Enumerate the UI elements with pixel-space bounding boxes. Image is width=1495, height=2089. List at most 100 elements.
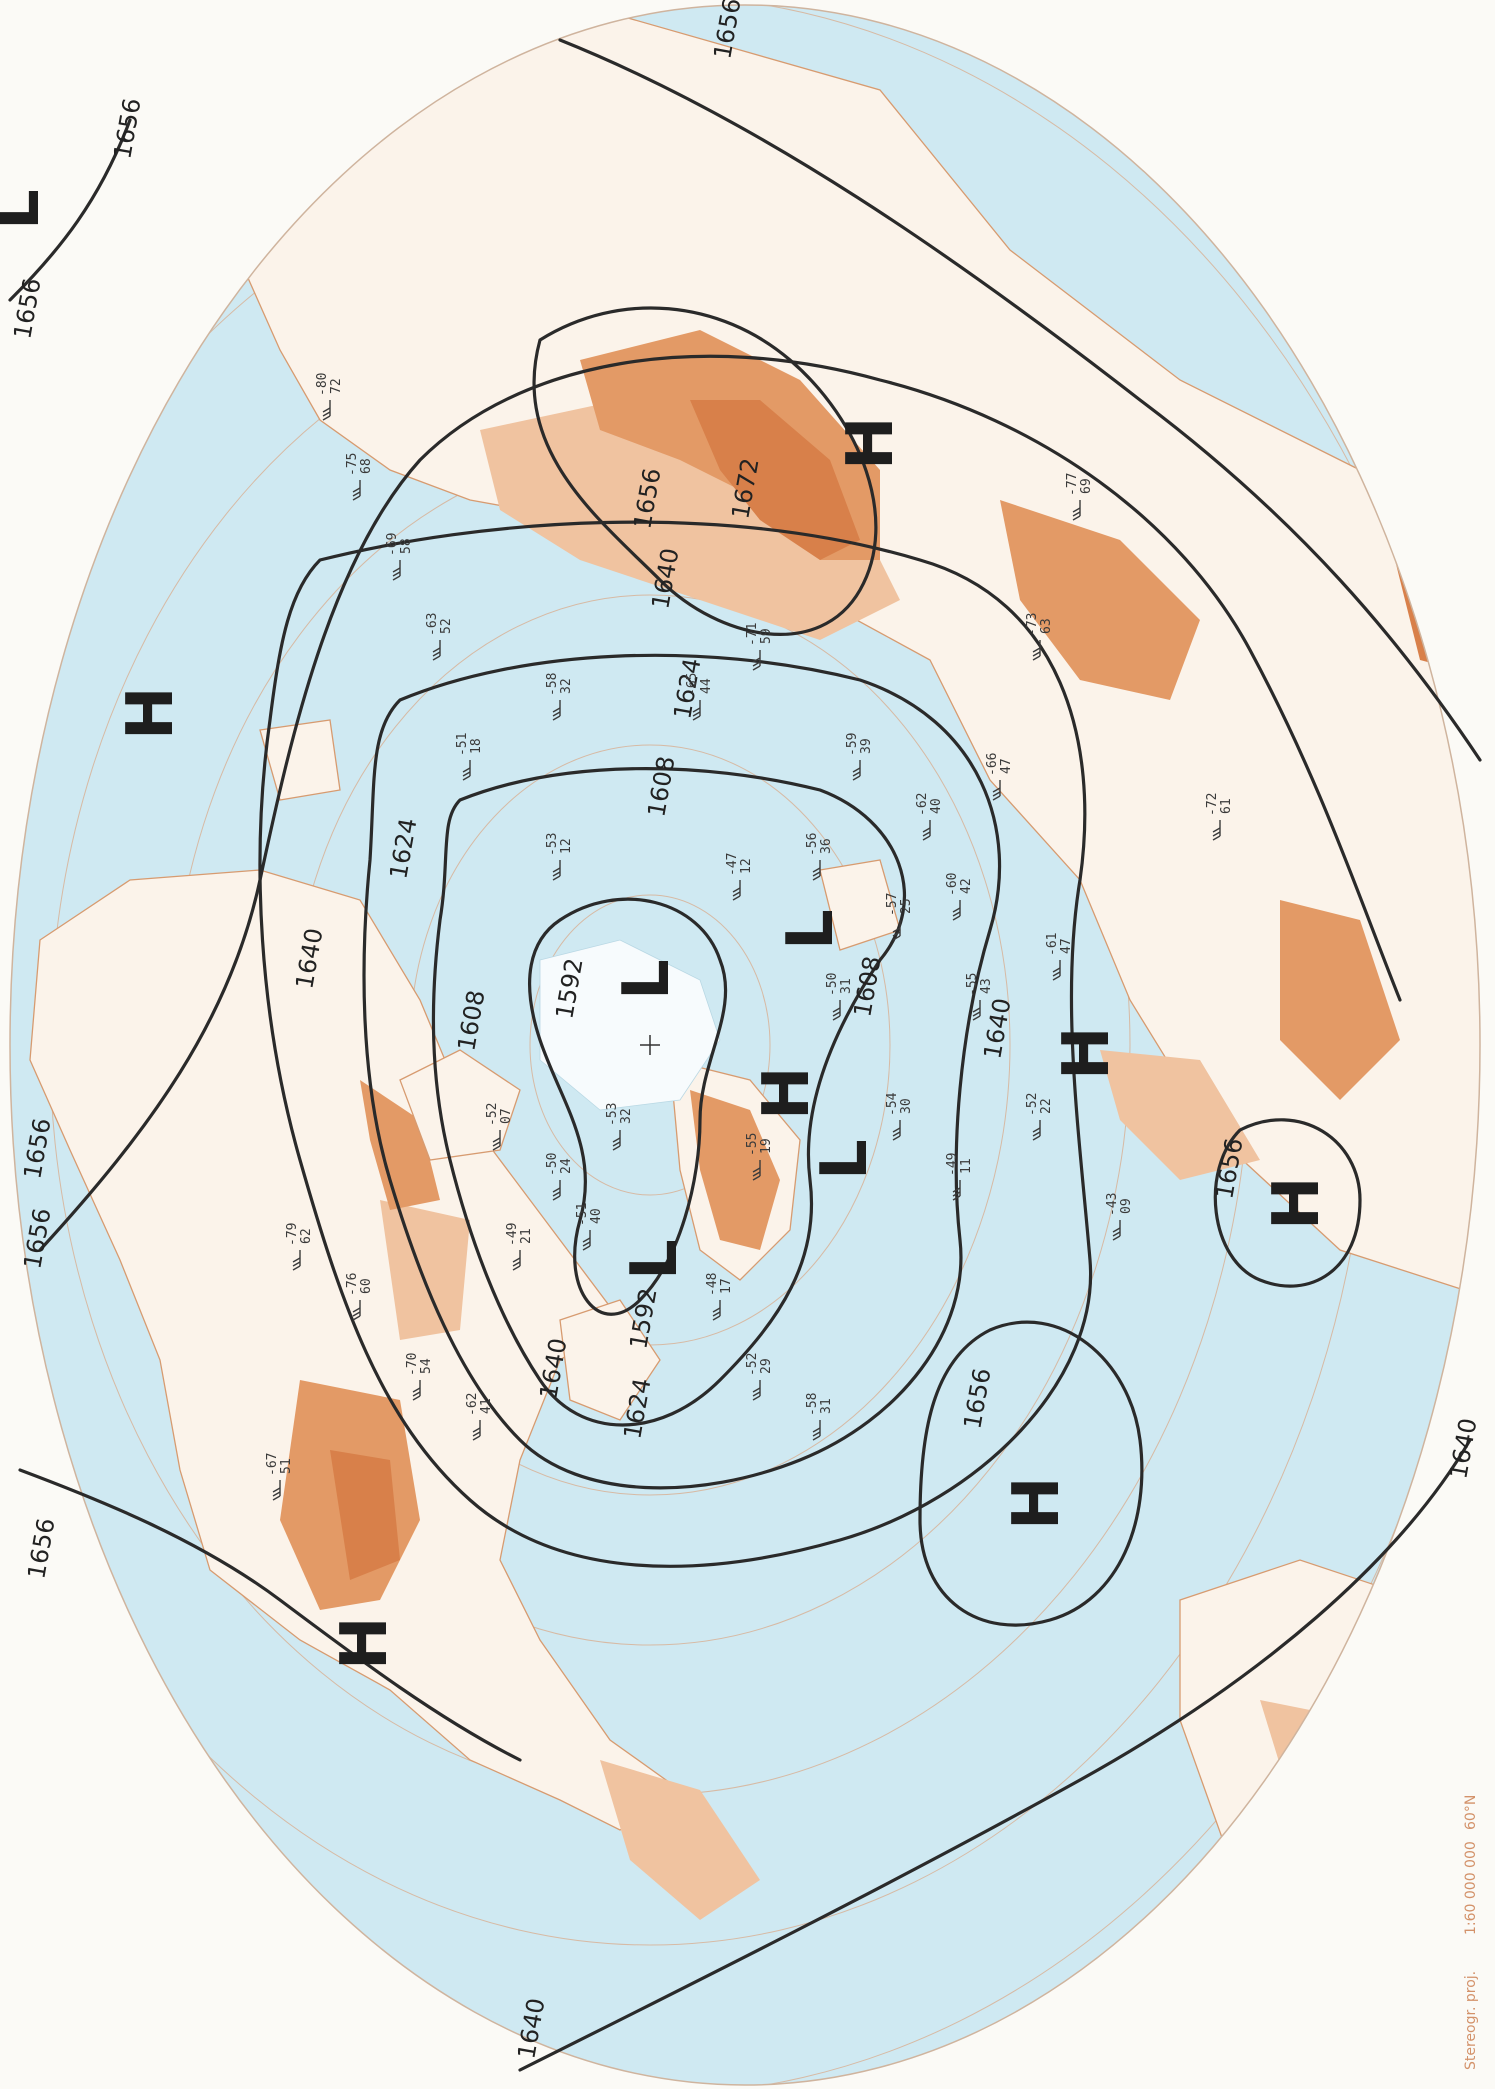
station-temperature: -69 [385, 533, 400, 556]
wind-barb-feather [752, 1171, 761, 1177]
high-center: H [1260, 1176, 1334, 1230]
station-temperature: -49 [505, 1223, 520, 1246]
wind-barb-feather [292, 1265, 301, 1271]
wind-barb-feather [472, 1431, 481, 1437]
station-temperature: -77 [1065, 473, 1080, 496]
station-height: 61 [1219, 798, 1234, 814]
wind-barb-feather [352, 487, 361, 493]
station-height: 12 [739, 858, 754, 874]
station-temperature: -59 [845, 733, 860, 756]
station-height: 30 [899, 1098, 914, 1114]
wind-barb-feather [412, 1387, 421, 1393]
wind-barb-feather [552, 1191, 561, 1197]
relief-mid [360, 1080, 440, 1210]
wind-barb-feather [512, 1265, 521, 1271]
station-temperature: -53 [605, 1103, 620, 1126]
station-temperature: -65 [685, 673, 700, 696]
wind-barb-feather [582, 1237, 591, 1243]
station-temperature: -52 [485, 1103, 500, 1126]
high-center: H [328, 1616, 402, 1670]
wind-barb-feather [712, 1311, 721, 1317]
wind-barb-feather [552, 715, 561, 721]
latitude-ring [529, 894, 771, 1196]
island [259, 719, 341, 801]
station-height: 72 [329, 378, 344, 394]
station-temperature: -63 [425, 613, 440, 636]
relief-high [330, 1450, 400, 1580]
wind-barb-feather [352, 1311, 361, 1317]
wind-barb-feather [552, 711, 561, 717]
relief-low [480, 400, 900, 640]
wind-barb-feather [892, 1131, 901, 1137]
station-height: 63 [1039, 618, 1054, 634]
wind-barb-feather [392, 575, 401, 581]
station-temperature: -51 [575, 1203, 590, 1226]
wind-barb-feather [1052, 975, 1061, 981]
north-pole-marker [640, 1035, 660, 1055]
wind-barb-feather [922, 835, 931, 841]
wind-barb-feather [552, 867, 561, 873]
station-temperature: -70 [405, 1353, 420, 1376]
station-height: 44 [699, 678, 714, 694]
wind-barb-feather [462, 771, 471, 777]
contour-1656 [558, 38, 1482, 762]
island [399, 1049, 521, 1161]
wind-barb-feather [952, 1195, 961, 1201]
contour-1656 [1213, 1118, 1362, 1288]
wind-barb-feather [612, 1141, 621, 1147]
station-height: 43 [979, 978, 994, 994]
wind-barb-feather [832, 1011, 841, 1017]
station-temperature: -58 [805, 1393, 820, 1416]
wind-barb-feather [392, 567, 401, 573]
island [559, 1299, 661, 1421]
wind-barb-feather [1112, 1227, 1121, 1233]
relief-low [1260, 1700, 1380, 1830]
wind-barb-feather [552, 1187, 561, 1193]
wind-barb-feather [732, 895, 741, 901]
wind-barb-feather [352, 491, 361, 497]
station-temperature: -73 [1025, 613, 1040, 636]
station-height: 24 [559, 1158, 574, 1174]
wind-barb-feather [272, 1495, 281, 1501]
high-center: H [750, 1066, 824, 1120]
station-temperature: -60 [945, 873, 960, 896]
wind-barb-feather [432, 647, 441, 653]
station-height: 19 [759, 1138, 774, 1154]
wind-barb-feather [812, 1431, 821, 1437]
wind-barb-feather [1112, 1231, 1121, 1237]
station-height: 22 [1039, 1098, 1054, 1114]
contour-1656 [8, 118, 132, 302]
wind-barb-feather [462, 767, 471, 773]
landmass-greenland [669, 1059, 801, 1281]
wind-barb-feather [1072, 507, 1081, 513]
low-center: L [0, 189, 54, 230]
wind-barb-feather [992, 787, 1001, 793]
wind-barb-feather [922, 831, 931, 837]
wind-barb-feather [952, 915, 961, 921]
contour-1656 [18, 1468, 522, 1762]
station-temperature: -76 [345, 1273, 360, 1296]
station-temperature: -49 [945, 1153, 960, 1176]
wind-barb-feather [712, 1307, 721, 1313]
wind-barb-feather [292, 1257, 301, 1263]
wind-barb-feather [462, 775, 471, 781]
station-temperature: -71 [745, 623, 760, 646]
station-height: 21 [519, 1228, 534, 1244]
wind-barb-feather [852, 771, 861, 777]
station-height: 32 [619, 1108, 634, 1124]
contour-label: 1656 [22, 1516, 60, 1581]
station-temperature: -43 [1105, 1193, 1120, 1216]
